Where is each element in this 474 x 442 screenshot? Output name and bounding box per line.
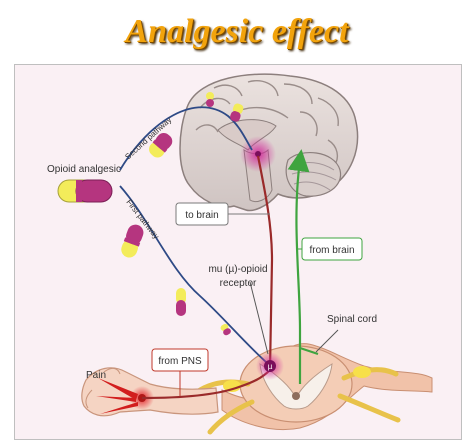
descending-pathway [287, 149, 310, 384]
to-brain-label: to brain [185, 210, 218, 221]
descending-branch [299, 347, 319, 355]
title: Analgesic effect [125, 13, 349, 50]
pain-pathway [141, 155, 274, 400]
capsule-small-1 [176, 288, 186, 316]
receptor-label-line1: mu (µ)-opioid [208, 264, 267, 275]
spinal-cord-pointer [315, 329, 339, 353]
opioid-analgesic-label: Opioid analgesic [47, 164, 121, 175]
drug-pathways [119, 106, 267, 363]
capsule-first-pathway [121, 224, 144, 258]
pain-label: Pain [86, 370, 106, 381]
from-pns-label: from PNS [158, 356, 202, 367]
receptor-pointer [249, 281, 269, 355]
hand [81, 367, 219, 417]
capsule-brain-1 [230, 103, 244, 122]
opioid-capsule-large [57, 179, 113, 203]
from-brain-label: from brain [309, 245, 354, 256]
receptor-label-line2: receptor [220, 278, 257, 289]
receptor-symbol: µ [268, 362, 273, 371]
brain [179, 73, 359, 212]
capsule-second-pathway [149, 132, 173, 158]
spinal-cord-label: Spinal cord [327, 314, 377, 325]
receptor-node [264, 360, 276, 372]
capsule-brain-2 [206, 92, 214, 107]
capsule-small-2 [220, 323, 231, 336]
